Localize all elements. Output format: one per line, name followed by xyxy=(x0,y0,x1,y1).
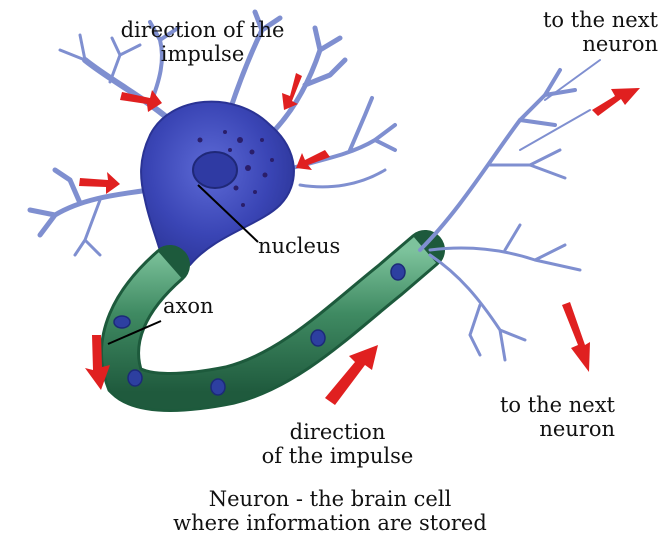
arrow-bottom-center xyxy=(325,345,378,405)
arrow-top-center xyxy=(282,73,302,110)
arrow-left-mid xyxy=(79,172,120,194)
next-bottom-line2: neuron xyxy=(460,417,615,441)
next-top-line2: neuron xyxy=(490,32,658,56)
impulse-bottom-line1: direction xyxy=(250,420,425,444)
caption: Neuron - the brain cell where informatio… xyxy=(150,487,510,535)
next-neuron-bottom-label: to the next neuron xyxy=(460,393,615,441)
axon-shape xyxy=(114,250,425,395)
caption-line2: where information are stored xyxy=(150,511,510,535)
next-neuron-top-label: to the next neuron xyxy=(490,8,658,56)
next-bottom-line1: to the next xyxy=(460,393,615,417)
nucleus-label: nucleus xyxy=(258,234,340,258)
impulse-top-line1: direction of the xyxy=(100,18,305,42)
next-top-line1: to the next xyxy=(490,8,658,32)
arrow-top-right xyxy=(592,88,640,116)
impulse-bottom-line2: of the impulse xyxy=(250,444,425,468)
impulse-bottom-label: direction of the impulse xyxy=(250,420,425,468)
arrow-bottom-right xyxy=(562,302,590,372)
caption-line1: Neuron - the brain cell xyxy=(150,487,510,511)
impulse-top-label: direction of the impulse xyxy=(100,18,305,66)
axon-label: axon xyxy=(163,294,214,318)
impulse-top-line2: impulse xyxy=(100,42,305,66)
nucleus-shape xyxy=(193,152,237,188)
